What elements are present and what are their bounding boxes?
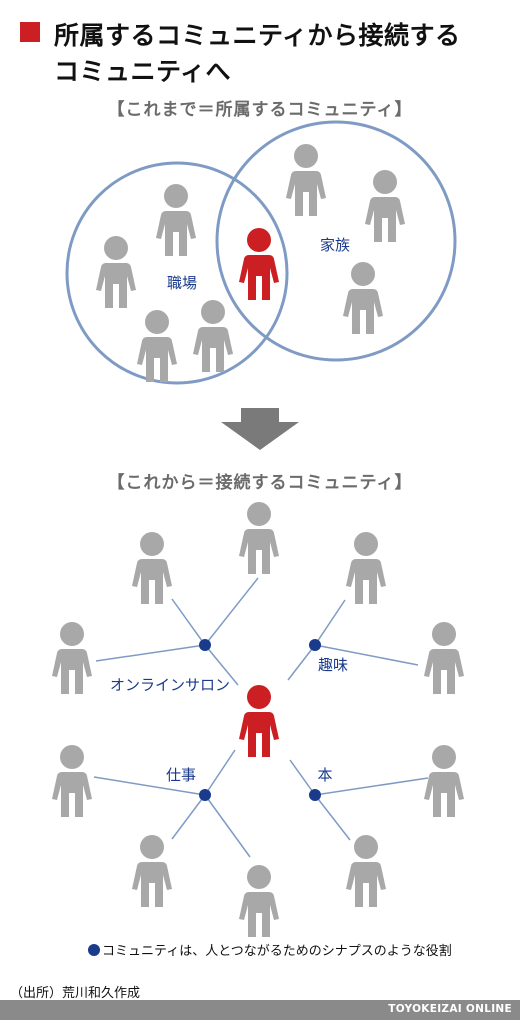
synapse-lines (93, 577, 429, 858)
hub-dot-icon (199, 639, 211, 651)
synapse-hubs (199, 639, 321, 801)
person-icon (96, 236, 136, 308)
workplace-label: 職場 (167, 274, 197, 292)
source-note: （出所）荒川和久作成 (10, 986, 141, 1001)
legend-text: コミュニティは、人とつながるためのシナプスのような役割 (102, 944, 452, 959)
person-icon (52, 622, 92, 694)
person-icon (346, 532, 386, 604)
hub-dot-icon (309, 639, 321, 651)
person-icon (132, 532, 172, 604)
person-icon (156, 184, 196, 256)
person-icon (193, 300, 233, 372)
person-icon (52, 745, 92, 817)
hub-label-book: 本 (317, 766, 332, 784)
person-icon (424, 745, 464, 817)
hub-dot-icon (88, 944, 100, 956)
family-circle (215, 120, 457, 362)
legend: コミュニティは、人とつながるためのシナプスのような役割 (88, 940, 452, 959)
person-icon (343, 262, 383, 334)
hub-label-work: 仕事 (166, 766, 196, 784)
hub-dot-icon (309, 789, 321, 801)
section-before-label: 【これまで＝所属するコミュニティ】 (107, 100, 413, 120)
person-icon (137, 310, 177, 382)
hub-dot-icon (199, 789, 211, 801)
hub-label-hobby: 趣味 (318, 656, 348, 674)
person-icon (346, 835, 386, 907)
person-icon (239, 865, 279, 937)
hub-label-online-salon: オンラインサロン (110, 676, 230, 694)
footer-bar: TOYOKEIZAI ONLINE (0, 1000, 520, 1020)
person-icon (239, 502, 279, 574)
family-label: 家族 (320, 236, 350, 254)
page-title-line-1: 所属するコミュニティから接続する (54, 21, 461, 50)
footer-brand: TOYOKEIZAI ONLINE (388, 1003, 512, 1015)
person-icon (132, 835, 172, 907)
self-person-icon (239, 228, 279, 300)
title-square-icon (20, 22, 40, 42)
venn-diagram: 職場 家族 (65, 120, 457, 385)
down-arrow-icon (221, 408, 299, 450)
workplace-circle (65, 161, 289, 385)
person-icon (424, 622, 464, 694)
self-person-icon (239, 685, 279, 757)
page-title-line-2: コミュニティへ (54, 57, 232, 86)
person-icon (365, 170, 405, 242)
section-after-label: 【これから＝接続するコミュニティ】 (107, 473, 413, 493)
person-icon (286, 144, 326, 216)
